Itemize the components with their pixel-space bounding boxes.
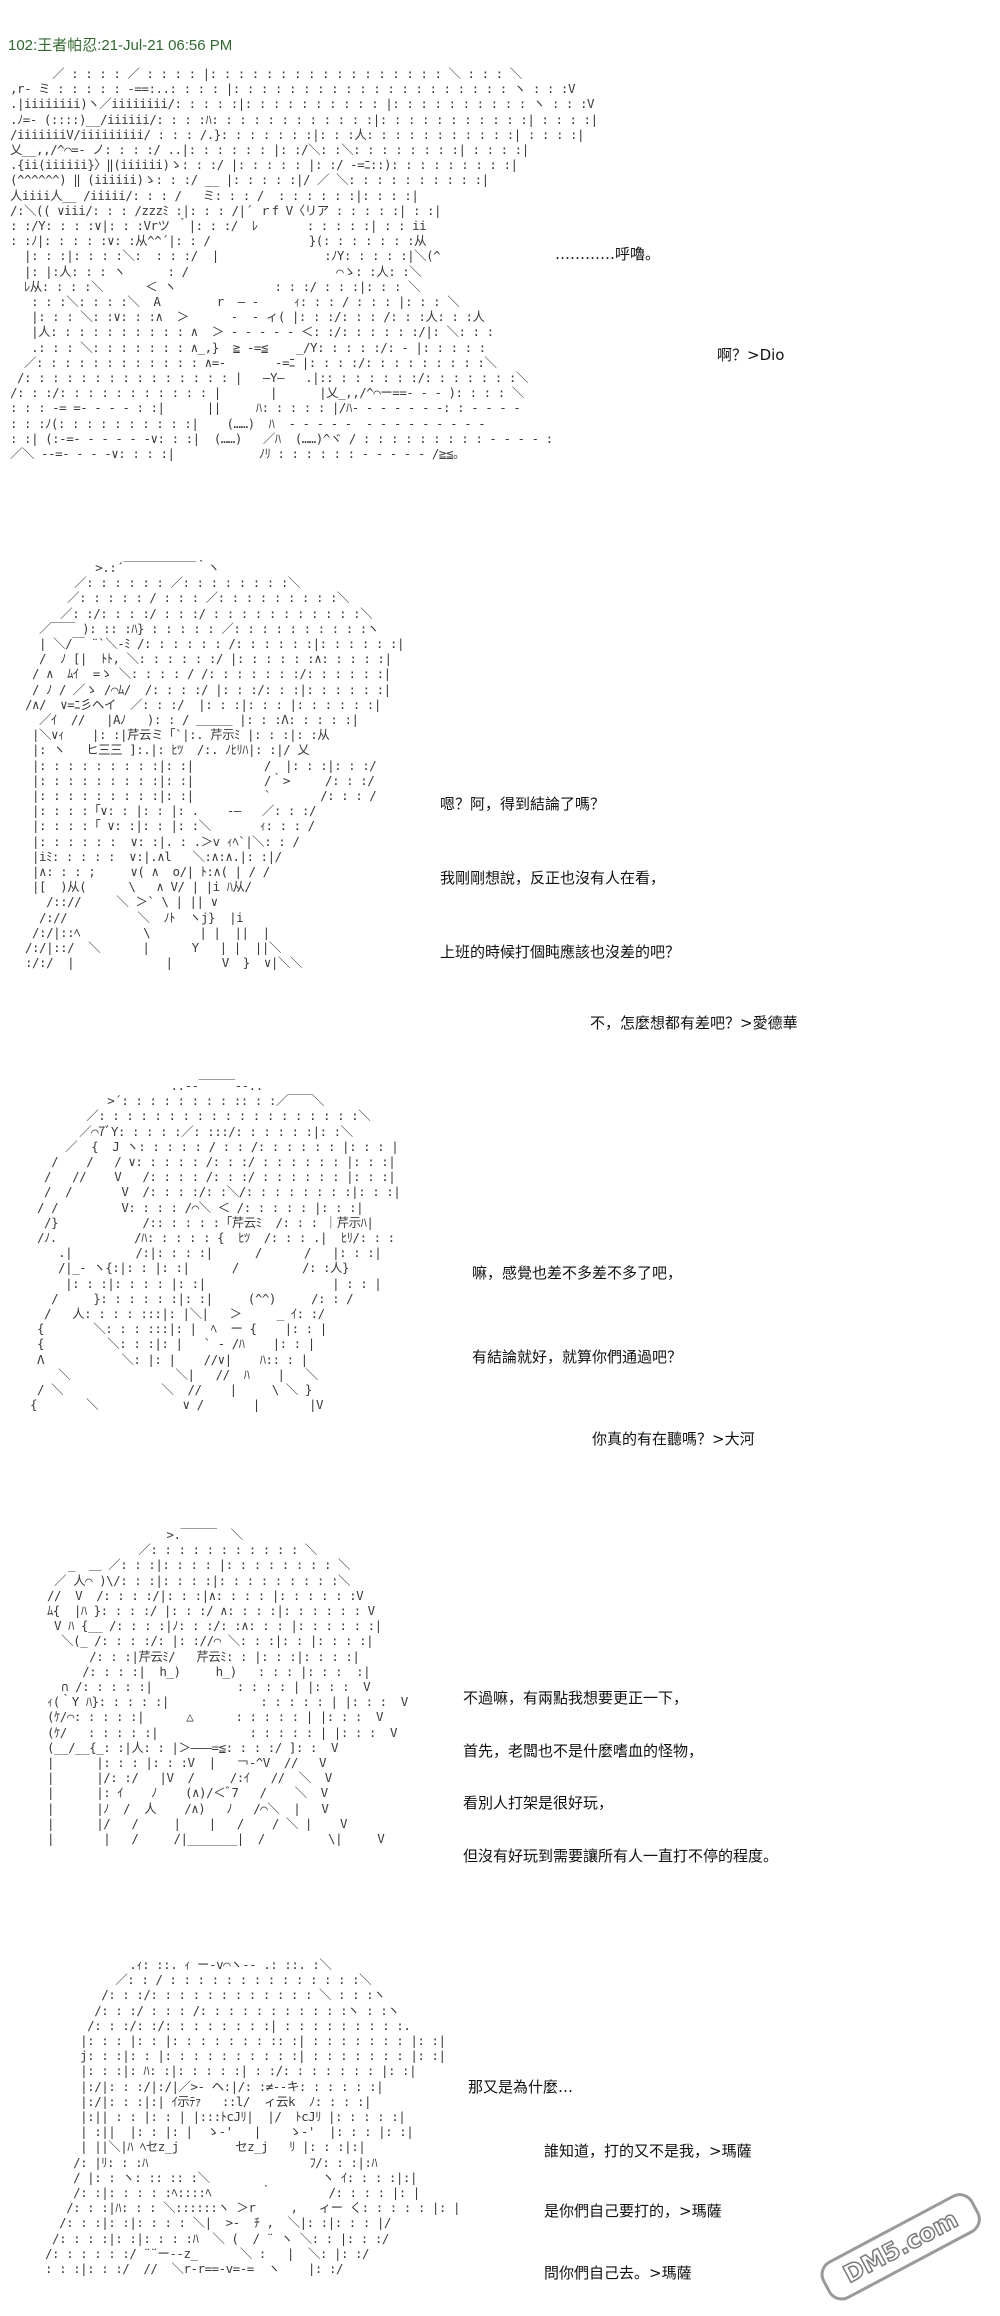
dialogue-line: 嗯？阿，得到結論了嗎？ xyxy=(440,795,606,813)
dialogue-line: 那又是為什麼… xyxy=(468,2078,574,2096)
ascii-art-1: ／ : : : : ／ : : : : |: : : : : : : : : :… xyxy=(10,66,598,462)
dialogue-line: …………呼嚕。 xyxy=(555,245,661,263)
post-header: 102:王者帕忍:21-Jul-21 06:56 PM xyxy=(8,37,233,54)
dialogue-line: 問你們自己去。>瑪薩 xyxy=(544,2264,692,2282)
dialogue-line: 嘛，感覺也差不多差不多了吧， xyxy=(472,1264,683,1282)
dialogue-line: 誰知道，打的又不是我，>瑪薩 xyxy=(544,2142,752,2160)
dm5-watermark-logo: DM5.com xyxy=(820,2193,981,2301)
dialogue-line: 你真的有在聽嗎？>大河 xyxy=(592,1430,755,1448)
dialogue-line: 不過嘛，有兩點我想要更正一下， xyxy=(463,1689,689,1707)
dialogue-line: 不，怎麼想都有差吧？>愛德華 xyxy=(590,1014,798,1032)
ascii-art-5: .ｨ: ::. ｨ ー‐v⌒ヽ‐‐ .: ::. :＼ ／: : / : : :… xyxy=(45,1957,461,2277)
dialogue-line: 但沒有好玩到需要讓所有人一直打不停的程度。 xyxy=(463,1847,779,1865)
dialogue-line: 是你們自己要打的，>瑪薩 xyxy=(544,2202,722,2220)
dialogue-line: 首先，老闆也不是什麼嗜血的怪物， xyxy=(463,1742,704,1760)
ascii-art-3: ..-‐￣￣￣‐-.. >´: : : : : : : : :: : :／￣￣＼… xyxy=(30,1078,401,1413)
dialogue-line: 我剛剛想說，反正也沒有人在看， xyxy=(440,869,666,887)
ascii-art-4: >.￣￣￣ ＼ ／: : : : : : : : : : : ＼ _ ＿ ／: … xyxy=(47,1527,408,1847)
ascii-art-2: >.:´￣￣￣￣￣￣｀ヽ ／: : : : : : ／: : : : : : :… xyxy=(25,560,404,971)
dialogue-line: 上班的時候打個盹應該也沒差的吧？ xyxy=(440,943,681,961)
dialogue-line: 看別人打架是很好玩， xyxy=(463,1794,614,1812)
dialogue-line: 啊？>Dio xyxy=(717,346,785,364)
dialogue-line: 有結論就好，就算你們通過吧？ xyxy=(472,1348,683,1366)
